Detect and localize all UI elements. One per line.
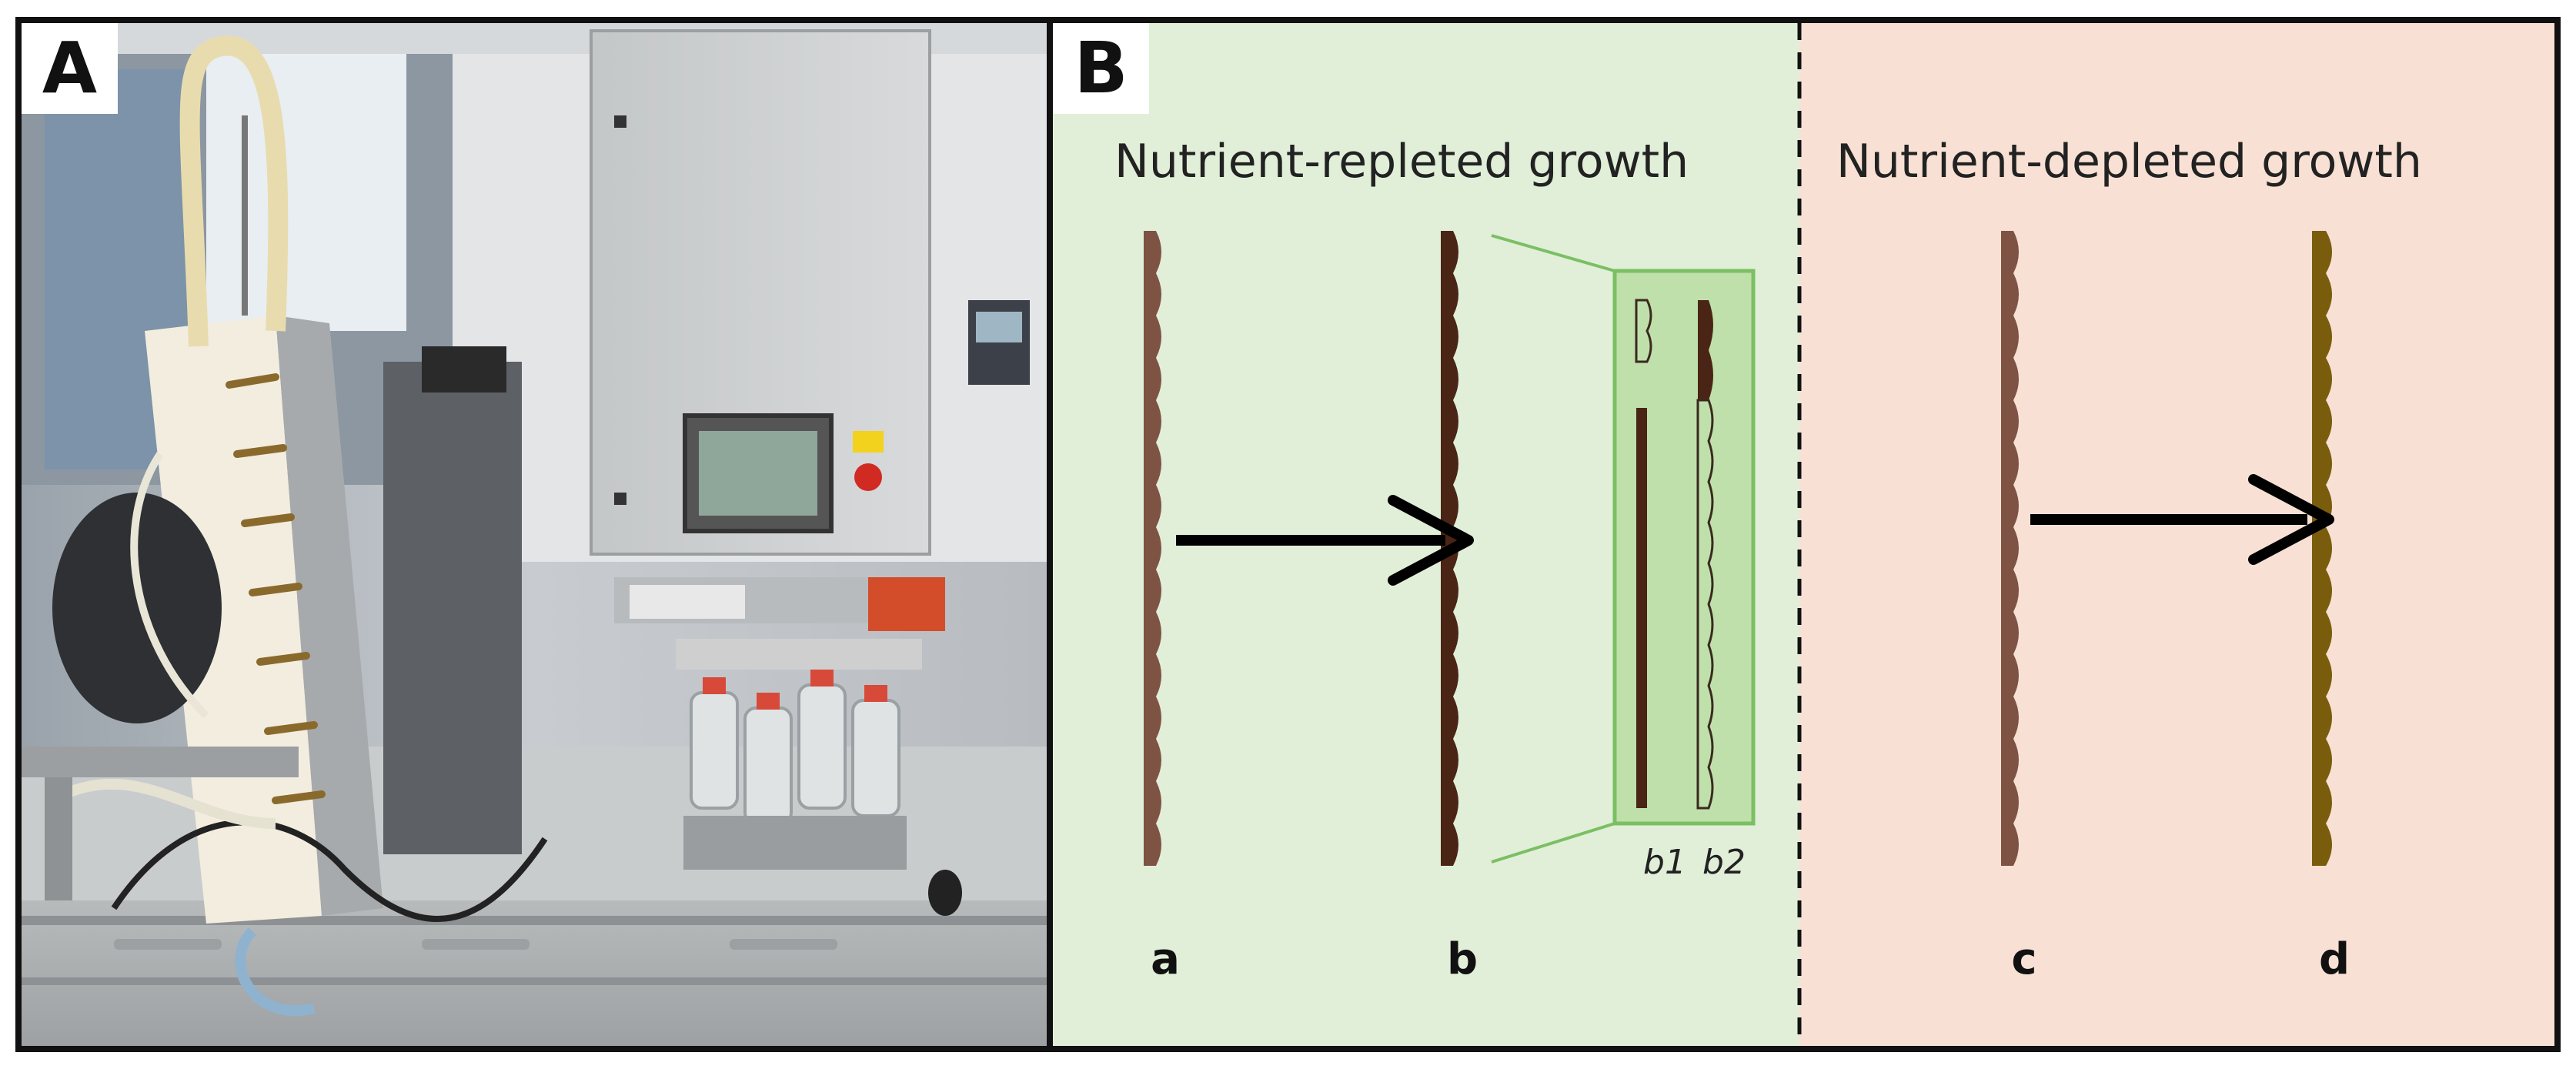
panel-b-diagram: Nutrient-repleted growth Nutrient-deplet… [1047, 17, 2561, 1052]
inset-b2-outline-segment [1696, 399, 1714, 810]
lab-setup-photo [22, 23, 1048, 1046]
label-b1: b1 [1643, 843, 1686, 882]
growth-schematic: Nutrient-repleted growth Nutrient-deplet… [1053, 23, 2554, 1046]
repleted-growth-heading: Nutrient-repleted growth [1114, 135, 1689, 189]
panel-letter-b: B [1053, 23, 1149, 114]
depleted-growth-heading: Nutrient-depleted growth [1836, 135, 2422, 189]
panel-letter-a: A [22, 23, 118, 114]
label-c: c [2011, 934, 2036, 984]
depleted-section-background [1799, 23, 2554, 1046]
inset-b1-filled-segment [1636, 408, 1647, 808]
arrow-c-to-d-head [2248, 474, 2334, 565]
inset-b1-outline-segment [1635, 299, 1652, 363]
label-a: a [1151, 934, 1180, 984]
inset-b2-filled-segment [1698, 300, 1713, 400]
label-b: b [1447, 934, 1478, 984]
arrow-a-to-b-head [1388, 495, 1474, 586]
label-b2: b2 [1702, 843, 1746, 882]
inset-zoom-line-bottom [1491, 822, 1615, 864]
label-d: d [2319, 934, 2350, 984]
inset-zoom-line-top [1491, 234, 1615, 272]
biofilm-bar-a [1144, 231, 1161, 866]
panel-a-photo: A [15, 17, 1054, 1052]
biofilm-bar-d [2312, 231, 2332, 866]
biofilm-bar-c [2001, 231, 2019, 866]
